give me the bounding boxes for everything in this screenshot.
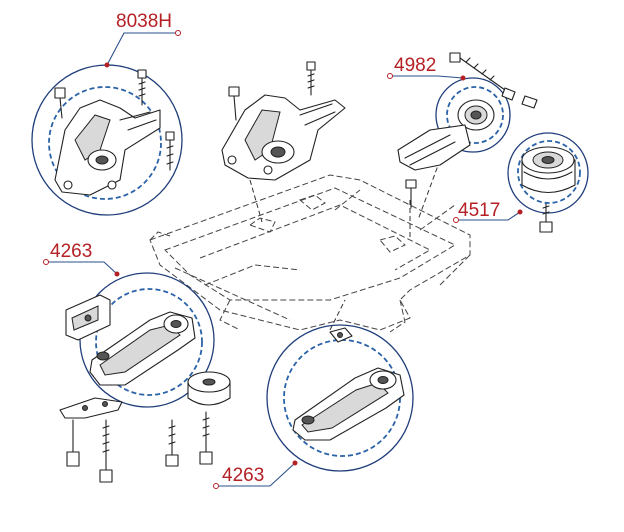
bolt-icon: [405, 179, 417, 209]
callout-label-4982: 4982: [394, 55, 436, 76]
bolt-icon: [199, 411, 213, 465]
long-bolt-icon: [449, 52, 538, 109]
callout-4982: 4982: [387, 55, 466, 81]
callout-4263-right: 4263: [213, 460, 298, 489]
bolt-icon: [137, 69, 147, 106]
mount-right-detail: [507, 132, 589, 233]
bolt-icon: [66, 419, 80, 467]
bolt-icon: [165, 419, 179, 467]
transmission-mount-part: [221, 61, 346, 181]
bolt-icon: [228, 86, 240, 121]
callout-label-8038H: 8038H: [116, 11, 172, 32]
bolt-icon: [54, 87, 66, 119]
mount-lower-right-detail: [266, 324, 414, 472]
callout-label-4263-right: 4263: [222, 465, 264, 486]
round-mount-part: [521, 146, 576, 194]
bolt-icon: [539, 203, 553, 233]
mount-bracket-part: [65, 294, 111, 341]
bolt-icon: [306, 61, 316, 96]
mount-lower-left-detail: [59, 272, 231, 483]
callout-label-4517: 4517: [458, 200, 500, 221]
torque-rod-part: [292, 367, 405, 441]
callout-8038H: 8038H: [104, 11, 181, 68]
bushing-part: [457, 99, 495, 131]
subframe-outline: [149, 174, 471, 333]
callout-4517: 4517: [453, 200, 523, 223]
mount-upper-left-detail: [31, 64, 183, 216]
bolt-icon: [99, 419, 113, 483]
callout-4263-left: 4263: [43, 241, 120, 277]
bolt-icon: [165, 131, 175, 171]
upper-right-bracket: [397, 124, 471, 171]
mount-upper-right-detail: [397, 52, 538, 209]
flat-bracket-part: [59, 397, 123, 419]
upper-left-mount-bracket: [54, 99, 161, 196]
installation-guide-lines: [249, 159, 441, 331]
callout-label-4263-left: 4263: [50, 241, 92, 262]
mount-stud-part: [329, 327, 353, 343]
rubber-spacer-part: [187, 371, 231, 406]
torque-rod-part: [89, 311, 196, 386]
